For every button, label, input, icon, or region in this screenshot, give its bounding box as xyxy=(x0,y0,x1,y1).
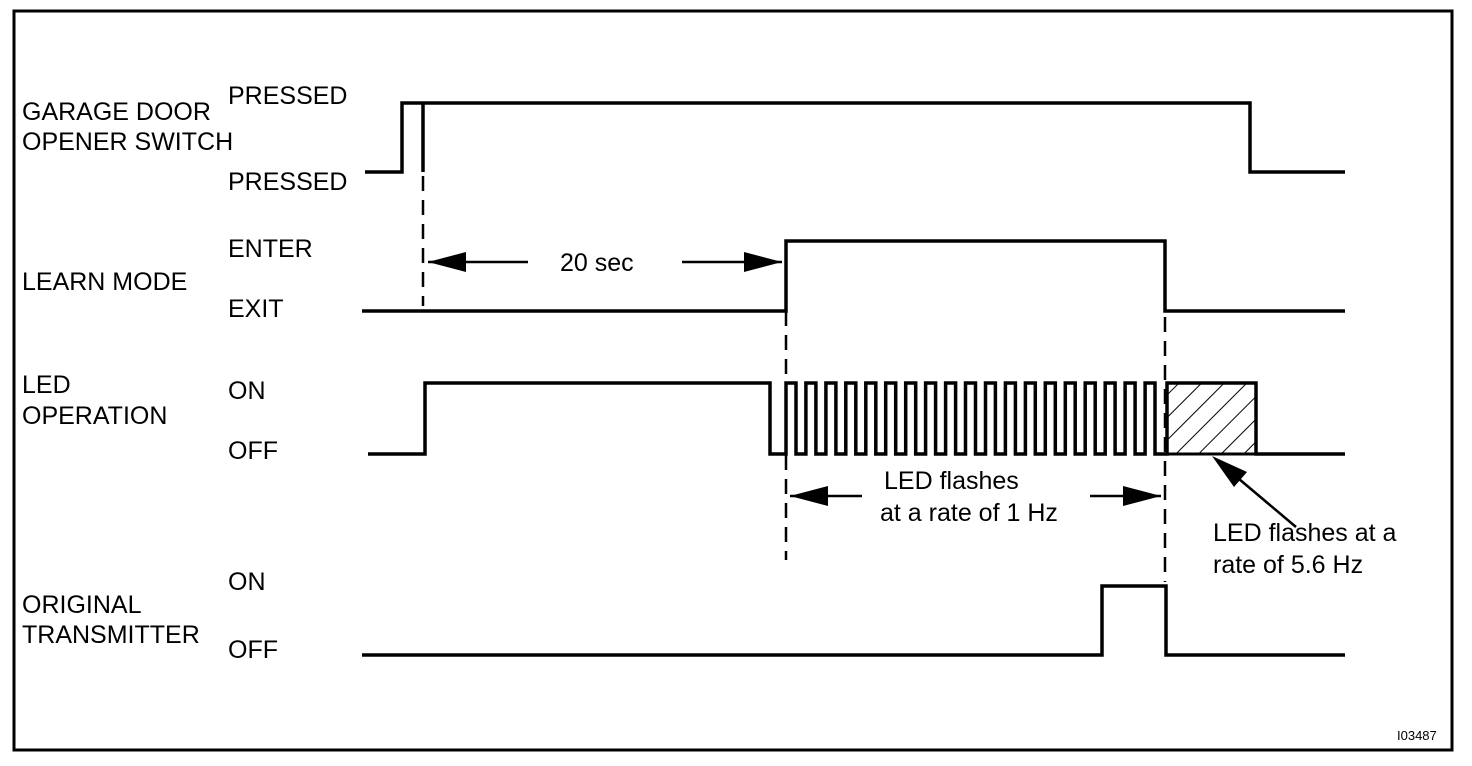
transmitter-name-line1: ORIGINAL xyxy=(22,591,142,619)
slow-flash-label-line1: LED flashes xyxy=(884,467,1019,495)
learn-mode-name: LEARN MODE xyxy=(22,268,187,296)
figure-id: I03487 xyxy=(1397,728,1437,743)
led-name-line2: OPERATION xyxy=(22,402,167,430)
slow-flash-arrowhead-left xyxy=(790,486,828,506)
fast-flash-label-line1: LED flashes at a xyxy=(1213,519,1397,547)
interval-arrowhead-right xyxy=(744,252,782,272)
led-waveform xyxy=(368,381,1345,456)
interval-label: 20 sec xyxy=(560,249,634,277)
transmitter-state-high: ON xyxy=(228,568,266,596)
transmitter-name-line2: TRANSMITTER xyxy=(22,621,200,649)
learn-state-low: EXIT xyxy=(228,295,284,323)
transmitter-state-low: OFF xyxy=(228,636,278,664)
transmitter-waveform xyxy=(362,584,1345,657)
diagram-border xyxy=(12,9,1454,752)
switch-name-line1: GARAGE DOOR xyxy=(22,98,211,126)
switch-name-line2: OPENER SWITCH xyxy=(22,128,233,156)
learn-mode-waveform xyxy=(362,239,1345,313)
slow-flash-arrowhead-right xyxy=(1123,486,1161,506)
fast-flash-label-line2: rate of 5.6 Hz xyxy=(1213,551,1363,579)
switch-waveform xyxy=(365,101,1345,174)
led-fast-flash-region xyxy=(1165,381,1258,456)
led-state-high: ON xyxy=(228,377,266,405)
led-state-low: OFF xyxy=(228,437,278,465)
slow-flash-label-line2: at a rate of 1 Hz xyxy=(880,499,1058,527)
learn-state-high: ENTER xyxy=(228,235,313,263)
switch-state-low: PRESSED xyxy=(228,168,347,196)
led-name-line1: LED xyxy=(22,371,71,399)
fast-flash-pointer-head xyxy=(1212,456,1247,487)
interval-arrowhead-left xyxy=(428,252,466,272)
switch-state-high: PRESSED xyxy=(228,82,347,110)
